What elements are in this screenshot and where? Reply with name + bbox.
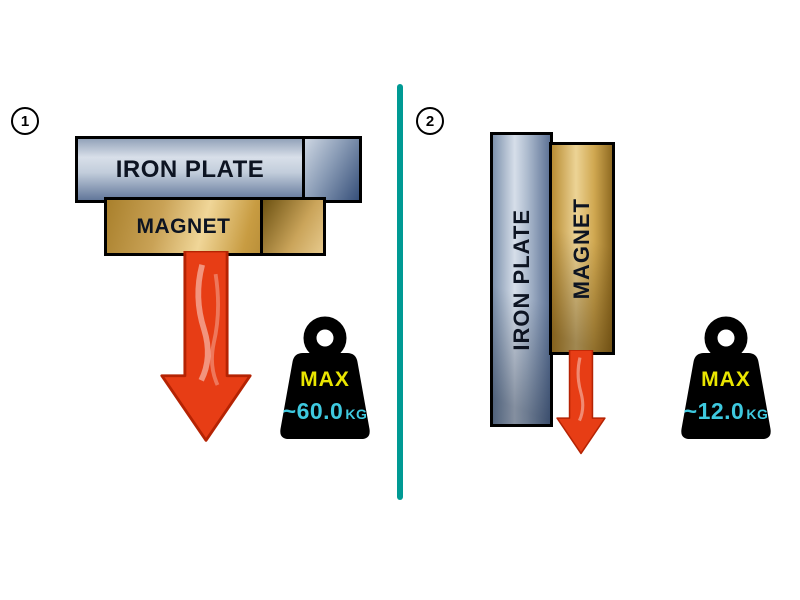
step-1-number: 1: [20, 112, 30, 130]
magnet-horizontal: MAGNET: [104, 197, 326, 256]
step-2-badge: 2: [416, 107, 444, 135]
magnet-label: MAGNET: [569, 197, 594, 300]
arrow-down-icon: [160, 251, 252, 442]
iron-plate-horizontal: IRON PLATE: [75, 136, 362, 203]
pull-direction-arrow: [158, 251, 254, 445]
arrow-down-icon: [556, 350, 606, 455]
weight-icon: [681, 316, 771, 439]
step-2-number: 2: [425, 112, 435, 130]
weight-number: ~60.0: [282, 398, 344, 424]
step-1-badge: 1: [11, 107, 39, 135]
weight-icon: [280, 316, 370, 439]
iron-plate-label: IRON PLATE: [115, 155, 265, 183]
weight-number: ~12.0: [683, 398, 745, 424]
weight-unit: KG: [345, 406, 368, 422]
iron-plate-vertical: IRON PLATE: [490, 132, 553, 427]
magnet-label: MAGNET: [136, 214, 231, 238]
max-label: MAX: [300, 368, 350, 391]
max-label: MAX: [701, 368, 751, 391]
magnet-vertical: MAGNET: [549, 142, 615, 355]
weight-unit: KG: [746, 406, 769, 422]
slide-direction-arrow: [555, 350, 607, 456]
panel-divider: [397, 84, 403, 500]
iron-plate-side-face: [302, 139, 359, 200]
magnet-side-face: [260, 200, 323, 253]
iron-plate-label: IRON PLATE: [508, 208, 534, 351]
